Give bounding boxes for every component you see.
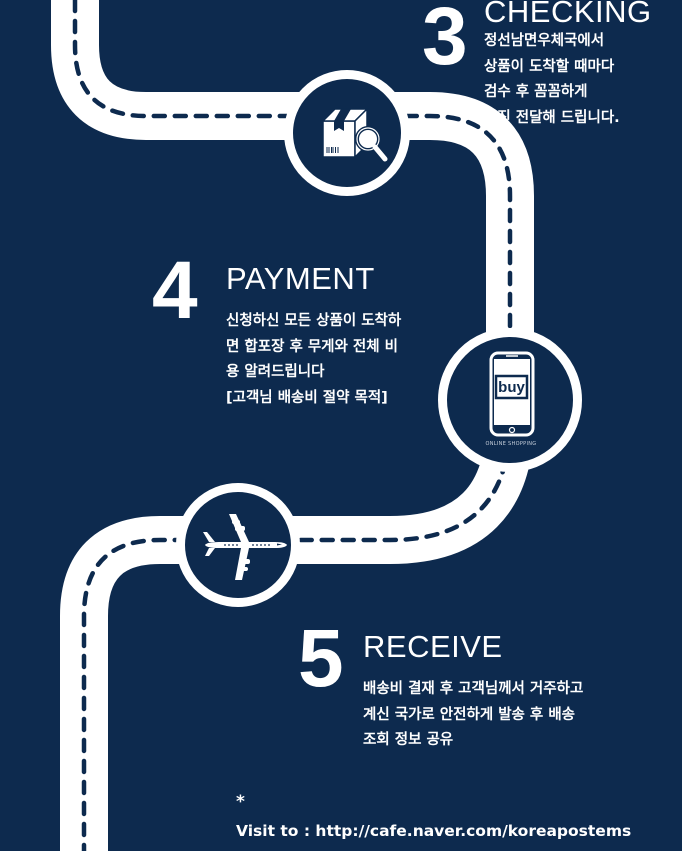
footer-asterisk: *	[236, 792, 245, 812]
payment-icon-circle: buy ONLINE SHOPPING	[438, 328, 582, 472]
checking-icon-circle	[284, 70, 410, 196]
step-4-title: PAYMENT	[226, 261, 375, 296]
step-3-description: 정선남면우체국에서 상품이 도착할 때마다 검수 후 꼼꼼하게 사진 전달해 드…	[484, 33, 620, 126]
footer-visit-link[interactable]: Visit to : http://cafe.naver.com/koreapo…	[236, 822, 632, 840]
step-3-number: 3	[422, 0, 468, 82]
airplane-icon	[203, 514, 287, 580]
step-5-number: 5	[298, 613, 344, 704]
step-3-title: CHECKING	[484, 0, 652, 29]
phone-caption: ONLINE SHOPPING	[485, 441, 537, 447]
step-5-title: RECEIVE	[363, 629, 503, 664]
package-magnifier-icon	[321, 107, 388, 162]
step-4-number: 4	[152, 245, 198, 336]
step-4-description: 신청하신 모든 상품이 도착하 면 합포장 후 무게와 전체 비 용 알려드립니…	[226, 313, 402, 406]
step-5-description: 배송비 결재 후 고객님께서 거주하고 계신 국가로 안전하게 발송 후 배송 …	[363, 681, 584, 748]
receive-icon-circle	[176, 483, 300, 607]
phone-screen-text: buy	[498, 379, 525, 396]
phone-buy-icon	[489, 351, 535, 437]
